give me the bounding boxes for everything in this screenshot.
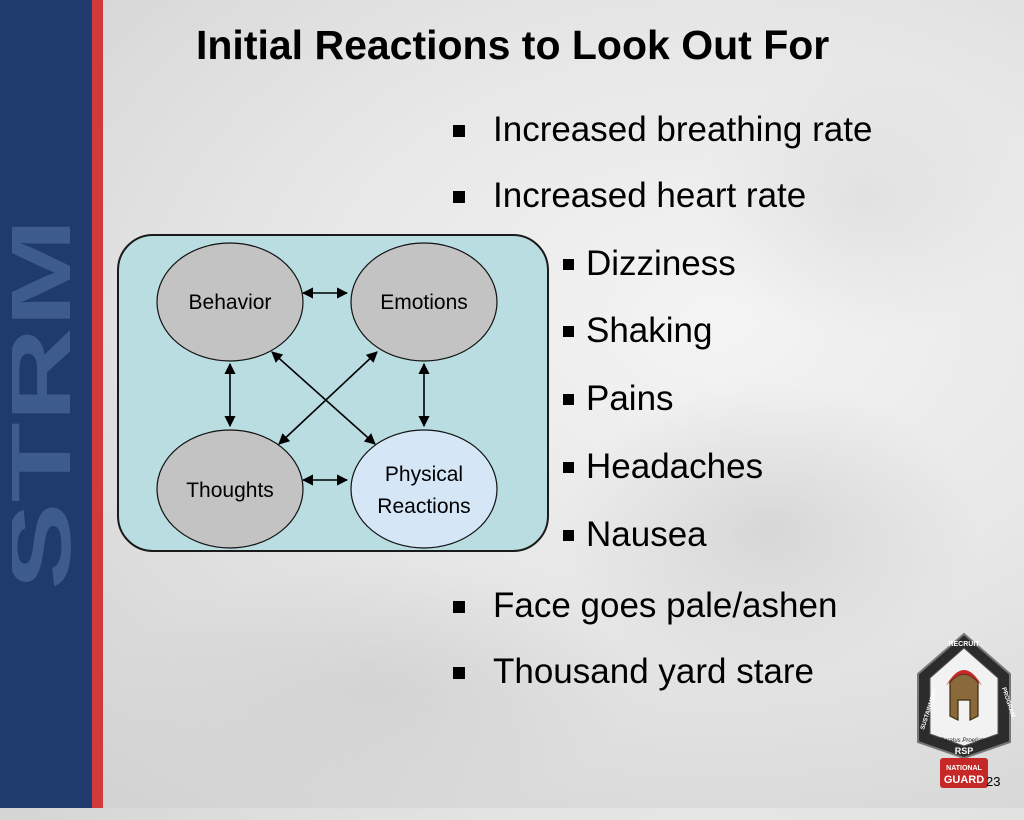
- node-behavior-label: Behavior: [189, 291, 272, 314]
- bullet-marker: [563, 259, 574, 270]
- background-haze: [700, 60, 1024, 340]
- bullet-marker: [453, 601, 465, 613]
- bullet-text: Pains: [586, 379, 674, 418]
- bullet-text: Shaking: [586, 311, 713, 350]
- bullet-marker: [563, 530, 574, 541]
- bullet-marker: [563, 462, 574, 473]
- bullet-marker: [563, 394, 574, 405]
- bullet-marker: [563, 326, 574, 337]
- node-thoughts-label: Thoughts: [186, 479, 274, 502]
- bullet-text: Nausea: [586, 515, 707, 554]
- sidebar-watermark: STRM: [12, 218, 80, 590]
- bullet-marker: [453, 191, 465, 203]
- node-behavior: [156, 242, 304, 362]
- background-haze: [120, 560, 640, 820]
- bullet-text: Headaches: [586, 447, 764, 486]
- logo-abbr: RSP: [955, 746, 974, 756]
- node-physical-label-line2: Reactions: [377, 495, 470, 518]
- bullet-text: Dizziness: [586, 244, 736, 283]
- logo-helmet-crest: [946, 670, 982, 686]
- bullet-text: Increased heart rate: [493, 176, 807, 215]
- node-physical-label-line1: Physical: [385, 463, 463, 486]
- logo-badge-bottom: GUARD: [944, 774, 984, 786]
- bullet-text: Face goes pale/ashen: [493, 586, 838, 625]
- node-thoughts: [156, 429, 304, 549]
- node-emotions-label: Emotions: [380, 291, 468, 314]
- rsp-logo: RECRUIT SUSTAINMENT PROGRAM Paratus Proe…: [917, 632, 1015, 788]
- arrow-emotions-thoughts: [278, 351, 378, 445]
- logo-text-top: RECRUIT: [948, 641, 980, 648]
- bullet-marker: [453, 667, 465, 679]
- node-emotions: [350, 242, 498, 362]
- logo-badge-top: NATIONAL: [946, 765, 982, 772]
- bullet-text: Increased breathing rate: [493, 110, 873, 149]
- logo-motto: Paratus Proeliator: [940, 738, 989, 744]
- background-haze: [560, 380, 980, 680]
- page-number: 23: [986, 774, 1001, 789]
- bullet-text: Thousand yard stare: [493, 652, 815, 691]
- bullet-marker: [453, 125, 465, 137]
- node-physical-reactions: [350, 429, 498, 549]
- logo-guard-badge: [940, 758, 988, 788]
- arrow-behavior-physical: [271, 351, 376, 445]
- left-sidebar-band: [0, 0, 92, 808]
- reactions-diagram: Behavior Emotions Thoughts Physical Reac…: [156, 242, 498, 549]
- left-red-stripe: [92, 0, 103, 808]
- svg-text:STRM: STRM: [12, 218, 80, 590]
- slide-title: Initial Reactions to Look Out For: [196, 22, 830, 68]
